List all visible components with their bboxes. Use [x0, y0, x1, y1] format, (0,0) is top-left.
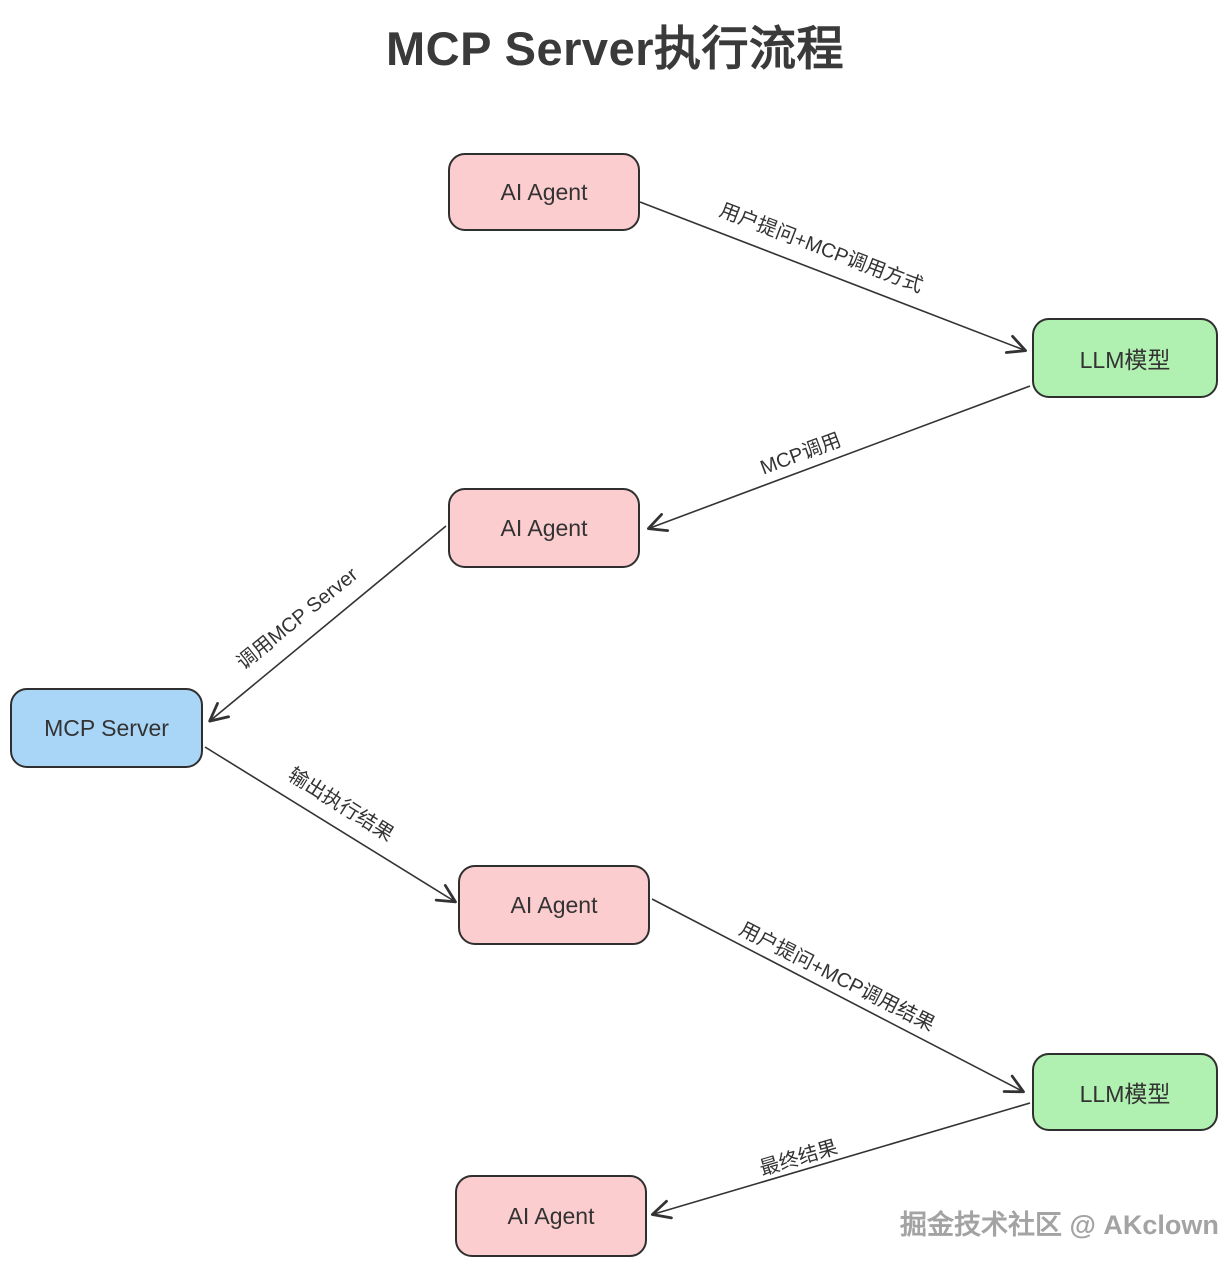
node-ai-agent-2: AI Agent: [448, 488, 640, 568]
node-llm-model-1: LLM模型: [1032, 318, 1218, 398]
node-label: AI Agent: [507, 1202, 595, 1229]
node-label: AI Agent: [500, 514, 588, 541]
node-ai-agent-4: AI Agent: [455, 1175, 647, 1257]
edge-line-5: [651, 898, 1025, 1094]
diagram-title: MCP Server执行流程: [386, 22, 844, 75]
node-label: MCP Server: [44, 714, 169, 741]
edge-line-6: [650, 1102, 1031, 1220]
edge-line-3: [208, 525, 447, 723]
node-llm-model-2: LLM模型: [1032, 1053, 1218, 1131]
node-ai-agent-1: AI Agent: [448, 153, 640, 231]
edge-line-4: [204, 746, 457, 904]
node-label: AI Agent: [510, 891, 598, 918]
node-ai-agent-3: AI Agent: [458, 865, 650, 945]
node-mcp-server: MCP Server: [10, 688, 203, 768]
edge-line-2: [646, 385, 1031, 533]
node-label: LLM模型: [1079, 1081, 1171, 1107]
watermark: 掘金技术社区 @ AKclown: [900, 1210, 1219, 1240]
node-label: LLM模型: [1079, 347, 1171, 373]
edge-line-1: [639, 201, 1028, 354]
node-label: AI Agent: [500, 178, 588, 205]
